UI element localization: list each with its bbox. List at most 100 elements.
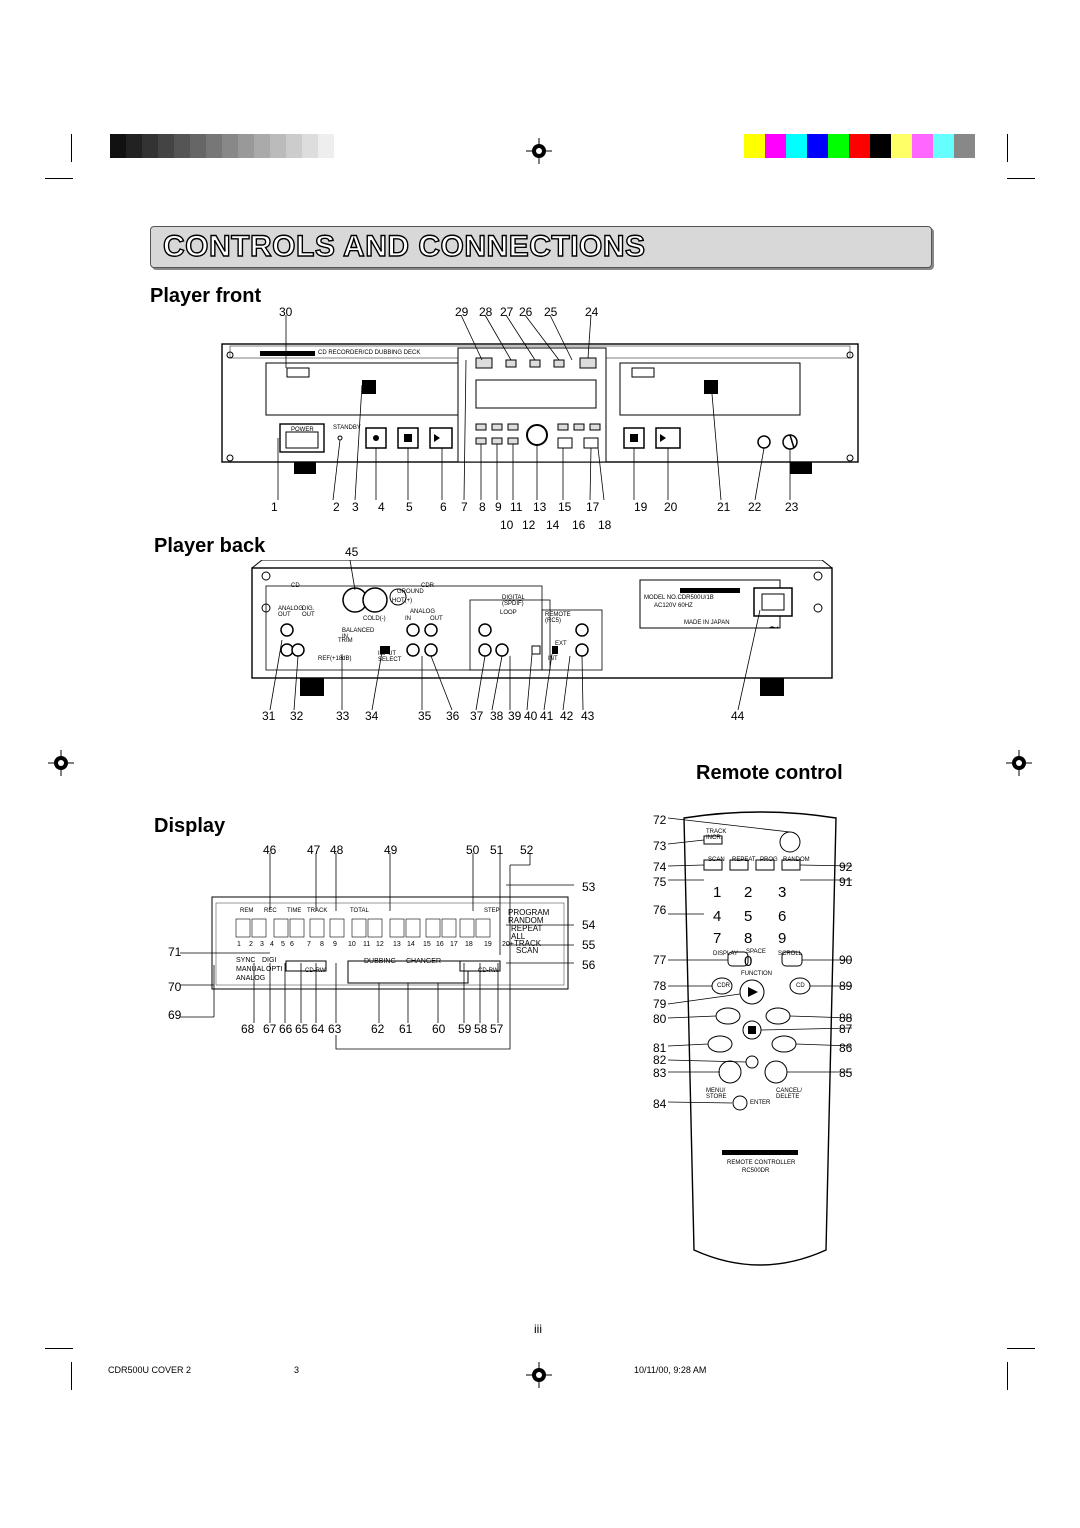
display-step: STEP [484,908,500,914]
callout-81: 81 [653,1041,667,1055]
label-balanced-in: BALANCED IN [342,628,375,640]
callout-38: 38 [490,709,504,723]
callout-57: 57 [490,1022,504,1036]
track-number-4: 4 [270,941,274,948]
registration-target-icon [526,138,552,164]
display-digi: DIGI [262,957,277,964]
callout-33: 33 [336,709,350,723]
callout-79: 79 [653,997,667,1011]
registration-target-icon [1006,750,1032,776]
track-number-16: 16 [436,941,444,948]
label-remote: REMOTE (RC5) [545,612,571,624]
crop-mark [1007,178,1035,179]
callout-85: 85 [839,1066,853,1080]
remote-key-9: 9 [778,930,787,947]
remote-key-3: 3 [778,884,787,901]
track-number-9: 9 [333,941,337,948]
callout-5: 5 [406,500,413,514]
label-dig-out: DIG. OUT [302,606,315,618]
registration-target-icon [526,1362,552,1388]
display-sync: SYNC [236,957,256,964]
callout-73: 73 [653,839,667,853]
callout-90: 90 [839,953,853,967]
callout-88: 88 [839,1011,853,1025]
callout-86: 86 [839,1041,853,1055]
gray-swatch [126,134,142,158]
color-swatch [765,134,786,158]
track-number-14: 14 [407,941,415,948]
callout-22: 22 [748,500,762,514]
callout-42: 42 [560,709,574,723]
gray-swatch [254,134,270,158]
callout-13: 13 [533,500,547,514]
track-number-10: 10 [348,941,356,948]
callout-24: 24 [585,305,599,319]
color-swatch [744,134,765,158]
callout-48: 48 [330,843,344,857]
callout-14: 14 [546,518,560,532]
callout-75: 75 [653,875,667,889]
callout-37: 37 [470,709,484,723]
track-number-19: 19 [484,941,492,948]
display-random: RANDOM [508,916,544,925]
display-time: TIME [287,908,302,914]
track-number-6: 6 [290,941,294,948]
callout-31: 31 [262,709,276,723]
callout-28: 28 [479,305,493,319]
callout-82: 82 [653,1053,667,1067]
callout-89: 89 [839,979,853,993]
label-analog-out: ANALOG OUT [278,606,304,618]
callout-69: 69 [168,1008,182,1022]
callout-87: 87 [839,1022,853,1036]
remote-control-diagram [667,811,853,1266]
gray-swatch [302,134,318,158]
color-swatch [828,134,849,158]
remote-space-label: SPACE [746,949,766,955]
callout-26: 26 [519,305,533,319]
remote-key-6: 6 [778,908,787,925]
player-front-diagram [221,314,859,501]
callout-6: 6 [440,500,447,514]
callout-17: 17 [586,500,600,514]
callout-40: 40 [524,709,538,723]
label-power-rating: AC120V 60HZ [654,603,693,609]
crop-mark [71,1362,72,1390]
callout-44: 44 [731,709,745,723]
callout-54: 54 [582,918,596,932]
callout-25: 25 [544,305,558,319]
display-cdrw-left: CD-RW [305,968,326,974]
remote-track-incr: TRACK INCR. [706,829,727,841]
display-all: ALL [511,932,526,941]
callout-62: 62 [371,1022,385,1036]
track-number-1: 1 [237,941,241,948]
track-number-13: 13 [393,941,401,948]
track-number-11: 11 [363,941,371,948]
gray-swatch [110,134,126,158]
callout-3: 3 [352,500,359,514]
callout-92: 92 [839,860,853,874]
callout-84: 84 [653,1097,667,1111]
callout-34: 34 [365,709,379,723]
color-swatch [870,134,891,158]
remote-key-7: 7 [713,930,722,947]
callout-16: 16 [572,518,586,532]
crop-mark [1007,134,1008,162]
display-rec: REC [264,908,277,914]
callout-56: 56 [582,958,596,972]
remote-controller-label: REMOTE CONTROLLER [727,1160,796,1166]
display-dubbing: DUBBING [364,958,396,965]
section-heading-player-back: Player back [154,535,266,557]
gray-swatch [222,134,238,158]
label-trim: TRIM [338,638,353,644]
remote-key-5: 5 [744,908,753,925]
remote-key-0: 0 [744,953,753,970]
display-track-mode: TRACK [514,939,542,948]
display-program: PROGRAM [508,908,550,917]
callout-46: 46 [263,843,277,857]
callout-77: 77 [653,953,667,967]
label-ext: EXT [555,641,567,647]
callout-9: 9 [495,500,502,514]
callout-60: 60 [432,1022,446,1036]
callout-8: 8 [479,500,486,514]
label-ground: GROUND [397,589,424,595]
